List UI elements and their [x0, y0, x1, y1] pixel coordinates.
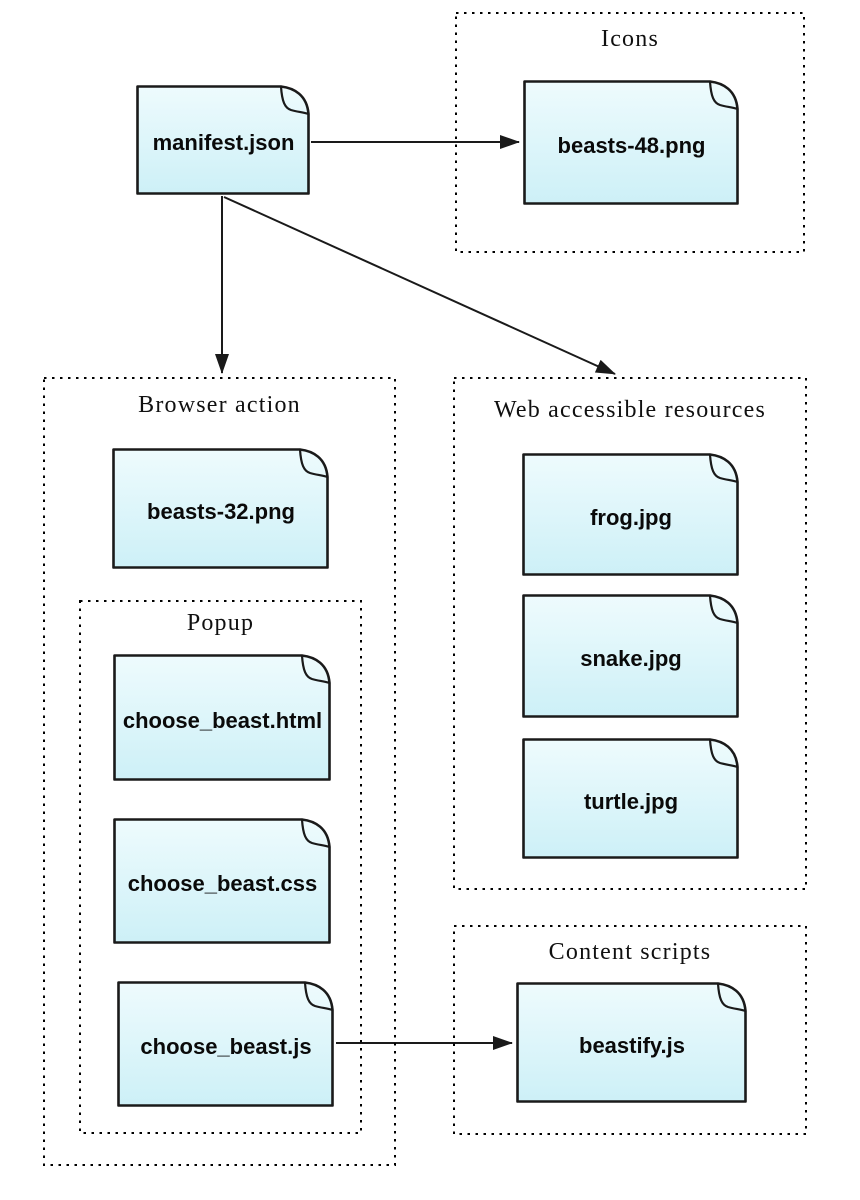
- document-shape: [522, 738, 739, 859]
- group-border: [453, 377, 807, 890]
- document-body: [117, 981, 334, 1107]
- group-web-accessible-resources: Web accessible resources: [453, 377, 807, 890]
- group-popup: Popup: [79, 600, 362, 1134]
- document-body: [522, 594, 739, 718]
- file-node-beastify-js: beastify.js: [516, 981, 748, 1104]
- file-label: choose_beast.html: [122, 707, 323, 733]
- document-shape: [113, 818, 331, 944]
- folded-corner: [708, 738, 739, 769]
- document-shape: [136, 85, 310, 195]
- document-body: [516, 982, 747, 1103]
- file-node-beasts-32-png: beasts-32.png: [112, 447, 330, 570]
- document-shape: [523, 80, 739, 205]
- group-border-rect: [79, 600, 362, 1134]
- file-node-choose-beast-html: choose_beast.html: [113, 653, 332, 782]
- folded-corner: [300, 654, 331, 685]
- document-shape: [113, 654, 331, 781]
- folded-corner: [716, 982, 747, 1013]
- file-node-choose-beast-css: choose_beast.css: [113, 817, 332, 945]
- document-body: [112, 448, 329, 569]
- file-node-beasts-48-png: beasts-48.png: [523, 79, 740, 206]
- folded-corner: [708, 453, 739, 484]
- file-node-turtle-jpg: turtle.jpg: [522, 737, 740, 860]
- folded-corner: [303, 981, 334, 1012]
- group-border: [455, 12, 805, 253]
- document-body: [136, 85, 310, 195]
- file-label: beasts-32.png: [147, 498, 295, 524]
- file-label: choose_beast.css: [127, 871, 318, 896]
- document-shape: [112, 448, 329, 569]
- file-node-frog-jpg: frog.jpg: [522, 452, 740, 577]
- file-label: frog.jpg: [590, 504, 672, 530]
- group-browser-action: Browser action: [43, 377, 396, 1166]
- document-body: [522, 738, 739, 859]
- group-title-popup: Popup: [186, 610, 255, 636]
- group-title-web-accessible-resources: Web accessible resources: [493, 397, 767, 423]
- group-title-icons: Icons: [601, 26, 659, 52]
- document-shape: [522, 594, 739, 718]
- folded-corner: [708, 80, 739, 111]
- group-title-content-scripts: Content scripts: [548, 939, 712, 965]
- group-border-rect: [43, 377, 396, 1166]
- file-label: beastify.js: [579, 1032, 685, 1058]
- group-icons: Icons: [455, 12, 805, 253]
- folded-corner: [708, 594, 739, 625]
- file-label: beasts-48.png: [557, 132, 706, 158]
- folded-corner: [298, 448, 329, 479]
- document-body: [113, 654, 331, 781]
- file-label: choose_beast.js: [140, 1034, 312, 1059]
- group-border-rect: [453, 377, 807, 890]
- group-title-browser-action: Browser action: [138, 392, 301, 418]
- group-border: [79, 600, 362, 1134]
- folded-corner: [300, 818, 331, 849]
- group-border: [453, 925, 807, 1135]
- file-node-snake-jpg: snake.jpg: [522, 593, 740, 719]
- document-shape: [117, 981, 334, 1107]
- document-body: [523, 80, 739, 205]
- file-node-manifest-json: manifest.json: [136, 84, 311, 196]
- group-border-rect: [455, 12, 805, 253]
- document-body: [113, 818, 331, 944]
- folded-corner: [279, 85, 310, 116]
- document-body: [522, 453, 739, 576]
- document-shape: [516, 982, 747, 1103]
- group-border: [43, 377, 396, 1166]
- file-label: snake.jpg: [580, 646, 682, 671]
- file-label: turtle.jpg: [583, 788, 679, 814]
- file-node-choose-beast-js: choose_beast.js: [117, 980, 335, 1108]
- group-border-rect: [453, 925, 807, 1135]
- group-content-scripts: Content scripts: [453, 925, 807, 1135]
- document-shape: [522, 453, 739, 576]
- file-label: manifest.json: [152, 130, 295, 155]
